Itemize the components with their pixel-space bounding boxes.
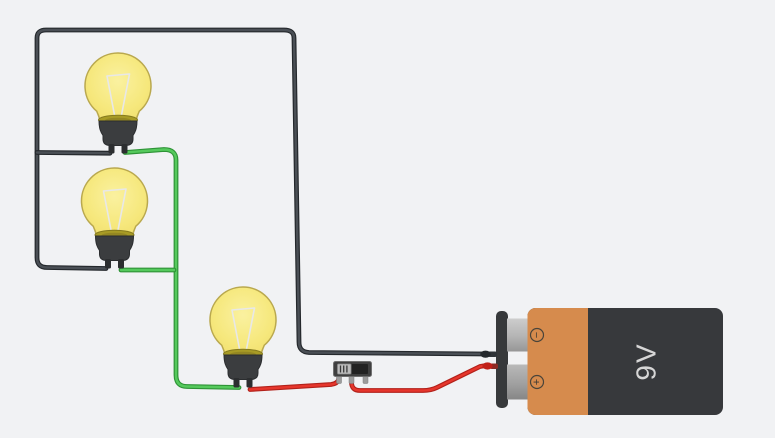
battery-9v[interactable]: − + 9V: [496, 308, 723, 415]
switch-knob-ridges: [339, 365, 348, 373]
battery-negative-badge: [529, 327, 545, 343]
wire-plug-positive[interactable]: [482, 362, 498, 370]
switch-window: [351, 364, 368, 374]
light-bulb-1[interactable]: [84, 52, 152, 155]
wire-red-switch-to-battery[interactable]: [349, 363, 489, 393]
battery-negative-symbol: −: [531, 332, 543, 338]
battery-positive-badge: [529, 374, 545, 390]
battery-positive-symbol: +: [531, 379, 543, 385]
wire-black-bulb1-to-bulb2[interactable]: [34, 150, 113, 156]
wire-green-bulb1-to-bulb3[interactable]: [122, 147, 242, 390]
slide-switch[interactable]: [333, 361, 372, 384]
light-bulb-2[interactable]: [80, 167, 149, 270]
battery-terminal-negative: [507, 318, 528, 352]
battery-snap-strip: [496, 311, 508, 408]
wire-plug-negative[interactable]: [480, 350, 497, 358]
wire-black-battery-to-bulb1[interactable]: [34, 27, 489, 357]
battery-wrap: [527, 308, 588, 415]
battery-voltage-label: 9V: [631, 342, 662, 380]
light-bulb-3[interactable]: [209, 286, 277, 389]
battery-terminal-positive: [507, 364, 528, 400]
wire-red-bulb3-to-switch[interactable]: [247, 375, 342, 392]
